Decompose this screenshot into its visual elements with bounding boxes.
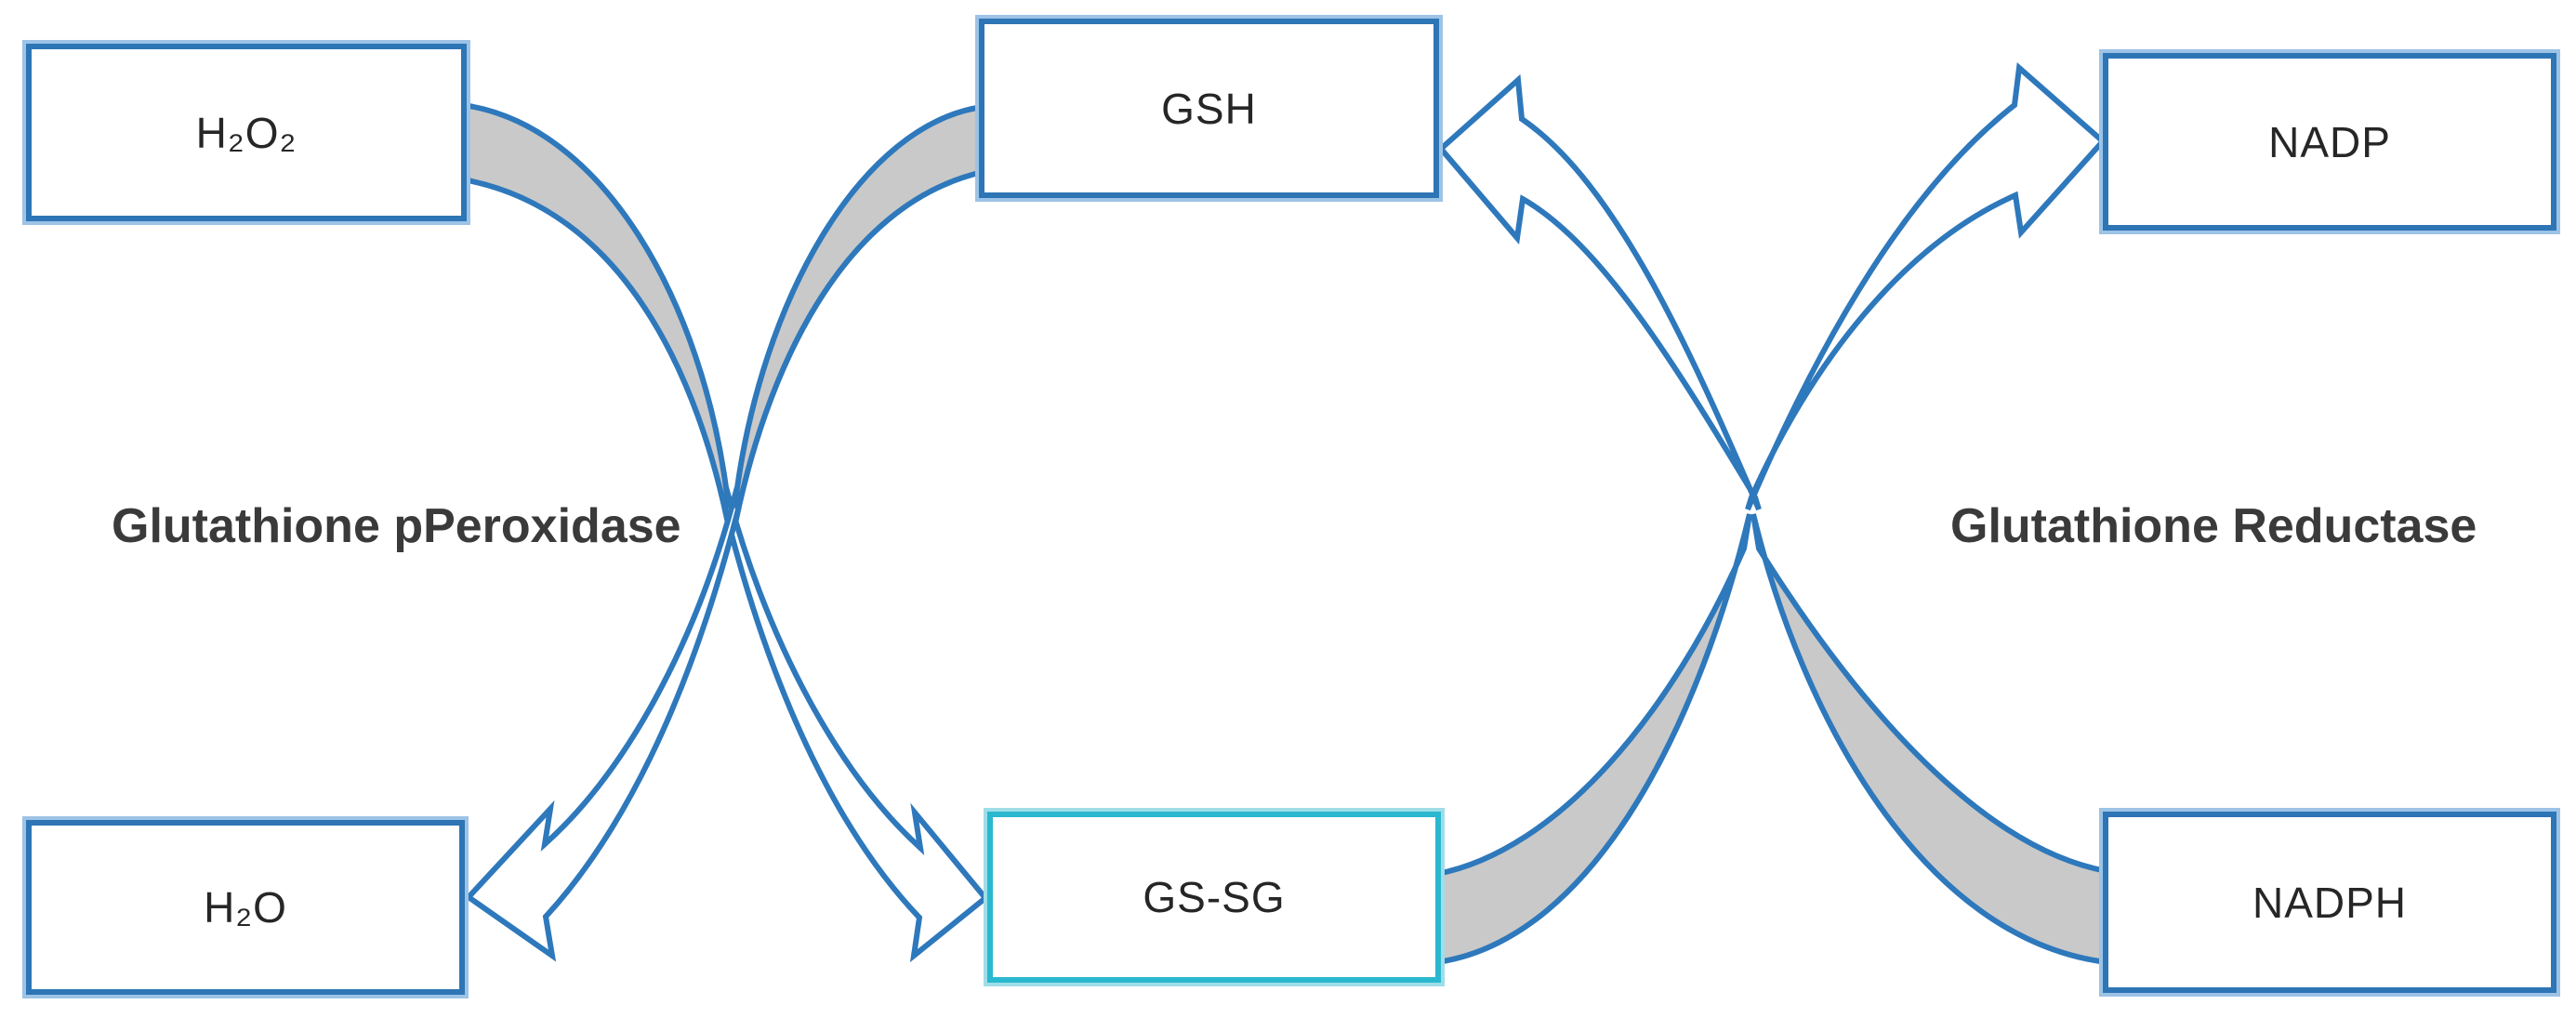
box-nadp-label: NADP [2268, 117, 2391, 166]
box-h2o: H₂O [26, 820, 465, 995]
box-gssg: GS-SG [987, 812, 1441, 983]
arrow-gssg-to-nadp-tail-band [1434, 513, 1752, 966]
box-gssg-label: GS-SG [1143, 873, 1286, 921]
box-h2o2-label: H₂O₂ [195, 108, 297, 157]
arrow-gsh-to-h2o-head [464, 487, 742, 962]
arrow-h2o2-to-gssg-head [721, 487, 990, 963]
arrow-gssg-to-nadp-head [1745, 62, 2107, 511]
box-nadp: NADP [2103, 53, 2556, 231]
box-nadph: NADPH [2103, 812, 2556, 993]
arrow-h2o2-to-gssg-tail-band [460, 101, 733, 538]
box-h2o-label: H₂O [204, 883, 287, 932]
arrow-gsh-to-h2o-tail-band [730, 103, 985, 538]
arrow-nadph-to-gsh-tail-band [1750, 513, 2109, 966]
box-gsh-label: GSH [1161, 84, 1257, 133]
enzyme-label-glutathione-peroxidase: Glutathione pPeroxidase [112, 499, 681, 553]
box-gsh: GSH [979, 19, 1439, 198]
box-nadph-label: NADPH [2252, 878, 2408, 927]
box-h2o2: H₂O₂ [26, 44, 467, 221]
arrow-nadph-to-gsh-head [1436, 73, 1762, 511]
enzyme-label-glutathione-reductase: Glutathione Reductase [1950, 499, 2477, 553]
